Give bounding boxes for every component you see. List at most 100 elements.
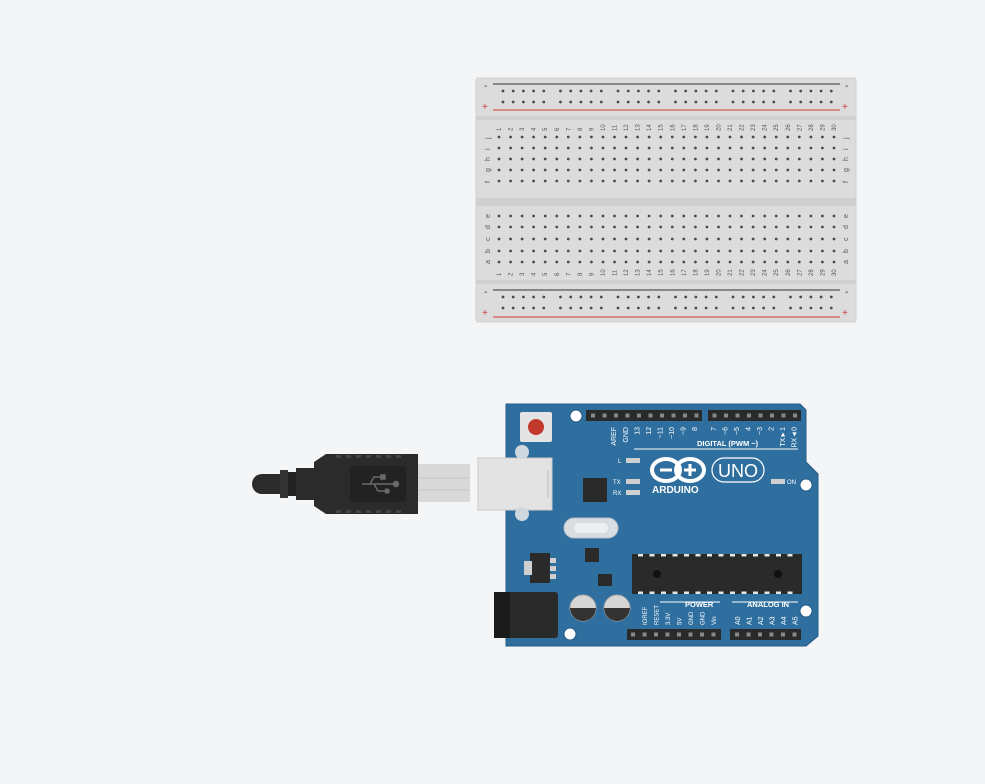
- terminal-hole[interactable]: [520, 214, 524, 218]
- rail-hole[interactable]: [772, 100, 776, 104]
- terminal-hole[interactable]: [624, 214, 628, 218]
- rail-hole[interactable]: [741, 89, 745, 93]
- terminal-hole[interactable]: [670, 225, 674, 229]
- rail-hole[interactable]: [674, 295, 677, 299]
- terminal-hole[interactable]: [728, 157, 732, 161]
- terminal-hole[interactable]: [509, 135, 512, 139]
- terminal-hole[interactable]: [659, 214, 663, 218]
- terminal-hole[interactable]: [590, 146, 593, 150]
- rail-hole[interactable]: [799, 100, 803, 104]
- terminal-hole[interactable]: [705, 179, 709, 183]
- terminal-hole[interactable]: [751, 237, 755, 241]
- terminal-hole[interactable]: [647, 146, 651, 150]
- terminal-hole[interactable]: [728, 237, 732, 241]
- terminal-hole[interactable]: [590, 260, 593, 264]
- header-pin[interactable]: [724, 413, 728, 418]
- terminal-hole[interactable]: [832, 237, 836, 241]
- terminal-hole[interactable]: [809, 168, 813, 172]
- header-pin[interactable]: [700, 632, 704, 637]
- terminal-hole[interactable]: [797, 168, 801, 172]
- terminal-hole[interactable]: [751, 225, 755, 229]
- terminal-hole[interactable]: [705, 168, 709, 172]
- terminal-hole[interactable]: [821, 179, 824, 183]
- terminal-hole[interactable]: [728, 179, 732, 183]
- rail-hole[interactable]: [799, 306, 803, 310]
- rail-hole[interactable]: [589, 89, 593, 93]
- terminal-hole[interactable]: [774, 249, 778, 253]
- terminal-hole[interactable]: [555, 249, 559, 253]
- rail-hole[interactable]: [819, 89, 823, 93]
- rail-hole[interactable]: [589, 295, 593, 299]
- rail-hole[interactable]: [626, 295, 630, 299]
- rail-hole[interactable]: [704, 306, 708, 310]
- terminal-hole[interactable]: [670, 237, 674, 241]
- terminal-hole[interactable]: [636, 237, 639, 241]
- rail-hole[interactable]: [501, 295, 505, 299]
- terminal-hole[interactable]: [532, 146, 535, 150]
- terminal-hole[interactable]: [601, 214, 605, 218]
- terminal-hole[interactable]: [555, 135, 559, 139]
- terminal-hole[interactable]: [705, 249, 709, 253]
- terminal-hole[interactable]: [613, 260, 616, 264]
- rail-hole[interactable]: [579, 295, 583, 299]
- terminal-hole[interactable]: [497, 168, 501, 172]
- terminal-hole[interactable]: [774, 135, 778, 139]
- rail-hole[interactable]: [762, 89, 765, 93]
- terminal-hole[interactable]: [705, 237, 709, 241]
- terminal-hole[interactable]: [497, 260, 501, 264]
- rail-hole[interactable]: [731, 295, 735, 299]
- rail-hole[interactable]: [694, 295, 698, 299]
- terminal-hole[interactable]: [555, 225, 559, 229]
- rail-hole[interactable]: [809, 100, 813, 104]
- terminal-hole[interactable]: [774, 179, 778, 183]
- terminal-hole[interactable]: [520, 249, 524, 253]
- terminal-hole[interactable]: [647, 168, 651, 172]
- rail-hole[interactable]: [752, 306, 755, 310]
- terminal-hole[interactable]: [509, 237, 512, 241]
- rail-hole[interactable]: [789, 306, 792, 310]
- terminal-hole[interactable]: [763, 237, 767, 241]
- terminal-hole[interactable]: [751, 260, 755, 264]
- rail-hole[interactable]: [731, 306, 735, 310]
- terminal-hole[interactable]: [763, 146, 767, 150]
- terminal-hole[interactable]: [543, 135, 547, 139]
- reset-button-cap[interactable]: [528, 419, 544, 435]
- terminal-hole[interactable]: [797, 135, 801, 139]
- terminal-hole[interactable]: [636, 214, 639, 218]
- terminal-hole[interactable]: [728, 135, 732, 139]
- terminal-hole[interactable]: [624, 260, 628, 264]
- terminal-hole[interactable]: [659, 237, 663, 241]
- terminal-hole[interactable]: [763, 260, 767, 264]
- terminal-hole[interactable]: [590, 237, 593, 241]
- terminal-hole[interactable]: [774, 237, 778, 241]
- terminal-hole[interactable]: [566, 225, 570, 229]
- header-pin[interactable]: [614, 413, 618, 418]
- terminal-hole[interactable]: [543, 225, 547, 229]
- rail-hole[interactable]: [626, 100, 630, 104]
- terminal-hole[interactable]: [682, 146, 686, 150]
- terminal-hole[interactable]: [532, 135, 535, 139]
- rail-hole[interactable]: [731, 100, 735, 104]
- terminal-hole[interactable]: [497, 135, 501, 139]
- rail-hole[interactable]: [532, 89, 535, 93]
- rail-hole[interactable]: [522, 100, 525, 104]
- terminal-hole[interactable]: [705, 214, 709, 218]
- terminal-hole[interactable]: [763, 157, 767, 161]
- rail-hole[interactable]: [559, 89, 562, 93]
- terminal-hole[interactable]: [832, 157, 836, 161]
- terminal-hole[interactable]: [578, 260, 582, 264]
- rail-hole[interactable]: [789, 100, 792, 104]
- rail-hole[interactable]: [762, 100, 765, 104]
- terminal-hole[interactable]: [624, 146, 628, 150]
- rail-hole[interactable]: [511, 100, 515, 104]
- rail-hole[interactable]: [741, 295, 745, 299]
- terminal-hole[interactable]: [740, 237, 743, 241]
- rail-hole[interactable]: [799, 295, 803, 299]
- terminal-hole[interactable]: [797, 179, 801, 183]
- rail-hole[interactable]: [674, 306, 677, 310]
- header-pin[interactable]: [793, 413, 797, 418]
- header-pin[interactable]: [694, 413, 699, 418]
